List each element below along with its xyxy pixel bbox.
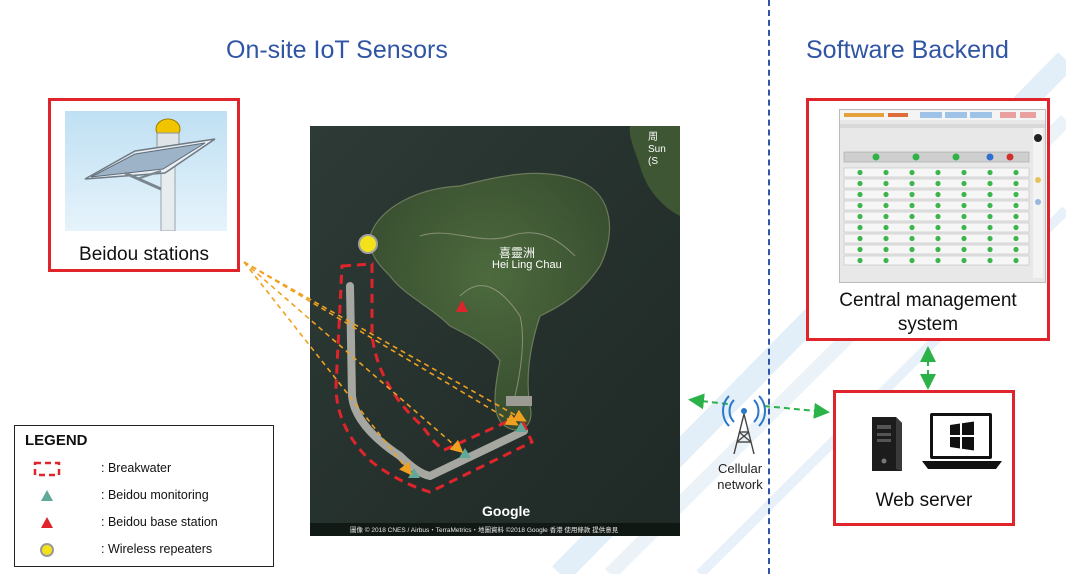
- satellite-map: 喜靈洲 Hei Ling Chau 周 Sun (S Google 圖像 © 2…: [310, 126, 680, 536]
- google-logo: Google: [482, 503, 531, 519]
- cellular-label-line1: Cellular: [717, 461, 763, 476]
- cms-label-line1: Central management: [839, 290, 1017, 311]
- web-server-label: Web server: [875, 490, 973, 511]
- base-station-triangle-icon: [41, 517, 53, 528]
- map-attribution: 圖像 © 2018 CNES / Airbus・TerraMetrics・地圖資…: [350, 527, 619, 534]
- legend-item-repeater: : Wireless repeaters: [25, 539, 270, 561]
- cellular-label-line2: network: [717, 477, 763, 492]
- central-management-box: Central management system: [806, 98, 1050, 341]
- monitoring-triangle-icon: [41, 490, 53, 501]
- legend-label: : Beidou base station: [101, 515, 218, 529]
- breakwater-symbol-icon: [33, 461, 61, 477]
- legend: LEGEND : Breakwater : Beidou monitoring …: [14, 425, 274, 567]
- legend-item-base-station: : Beidou base station: [25, 512, 270, 534]
- laptop-windows-icon: [922, 413, 1002, 469]
- legend-item-breakwater: : Breakwater: [25, 458, 270, 480]
- legend-label: : Wireless repeaters: [101, 542, 213, 556]
- cellular-network-label: Cellular network: [706, 461, 774, 493]
- onsite-title: On-site IoT Sensors: [226, 36, 448, 64]
- cell-tower-icon: [722, 395, 766, 455]
- section-divider: [768, 0, 770, 574]
- island-name-en: Hei Ling Chau: [492, 259, 562, 271]
- legend-label: : Beidou monitoring: [101, 488, 209, 502]
- island-name-cn: 喜靈洲: [499, 246, 536, 260]
- cms-screenshot-graphic: [840, 110, 1045, 278]
- satellite-map-graphic: [310, 126, 680, 536]
- repeater-circle-icon: [40, 543, 54, 557]
- beidou-stations-box: Beidou stations: [48, 98, 240, 272]
- cms-label-line2: system: [897, 314, 959, 335]
- legend-label: : Breakwater: [101, 461, 172, 475]
- desktop-tower-icon: [872, 417, 902, 471]
- beidou-station-illustration: [65, 111, 227, 231]
- backend-title: Software Backend: [806, 36, 1009, 64]
- map-corner-text: 周 Sun (S: [648, 132, 666, 167]
- legend-title: LEGEND: [25, 432, 88, 449]
- legend-item-monitoring: : Beidou monitoring: [25, 485, 270, 507]
- beidou-stations-label: Beidou stations: [79, 244, 209, 265]
- cms-screenshot: [839, 109, 1046, 283]
- web-server-box: Web server: [833, 390, 1015, 526]
